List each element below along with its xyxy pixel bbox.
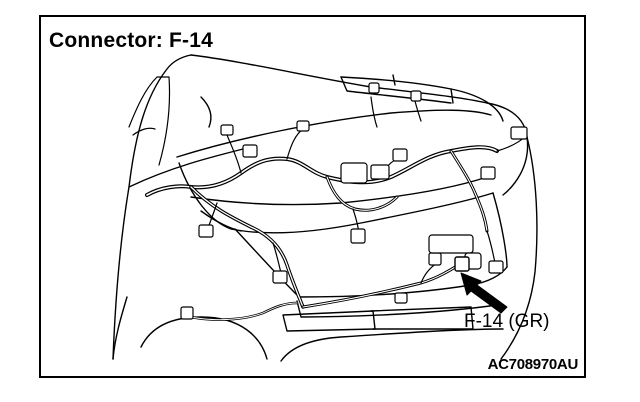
wiring-harness bbox=[145, 145, 499, 321]
pointer-arrow bbox=[460, 272, 508, 314]
car-body-outline bbox=[112, 54, 538, 362]
connector-label: F-14 (GR) bbox=[464, 311, 550, 332]
vehicle-rear-wiring-illustration bbox=[112, 54, 538, 362]
rear-pillar bbox=[128, 76, 171, 166]
figure-code: AC708970AU bbox=[487, 356, 579, 373]
f14-connector-marker bbox=[454, 256, 470, 272]
diagram-frame: Connector: F-14 F-14 (GR) AC708970AU bbox=[39, 15, 586, 378]
diagram-title: Connector: F-14 bbox=[49, 29, 214, 52]
rear-spoiler bbox=[340, 74, 504, 122]
trunk-lid bbox=[176, 109, 508, 296]
